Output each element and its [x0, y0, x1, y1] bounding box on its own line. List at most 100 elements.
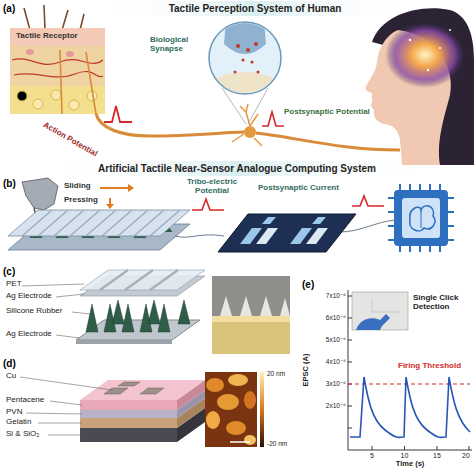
- motion-label: Pressing: [64, 196, 98, 205]
- layer-label: PET: [6, 280, 22, 289]
- plot-axes: [348, 296, 352, 428]
- part-label: Tactile Receptor: [16, 32, 78, 41]
- title-banner: [110, 1, 400, 16]
- tactile-sensor: [8, 210, 190, 236]
- part-label: Biological Synapse: [150, 36, 208, 54]
- plot-note: Single Click Detection: [413, 294, 469, 312]
- motion-arrow: [100, 187, 128, 189]
- synapse-inset: [251, 61, 254, 64]
- leader-line: [26, 413, 82, 414]
- transistor-array: [312, 217, 326, 224]
- layer-label: Cu: [6, 372, 16, 381]
- device-photo: [212, 276, 290, 354]
- device-photo: [212, 316, 290, 322]
- plot-inset-photo: [352, 292, 408, 330]
- layer-label: PVN: [6, 408, 22, 417]
- transistor-layer-stack: [80, 418, 177, 428]
- tick-label: 7x10⁻⁶: [326, 292, 346, 299]
- transistor-layer-stack: [140, 388, 164, 394]
- synapse-inset: [212, 72, 278, 100]
- panel-title: Artificial Tactile Near-Sensor Analogue …: [98, 163, 376, 174]
- synapse-inset: [212, 20, 278, 100]
- layer-label: Pentacene: [6, 396, 44, 405]
- chip-icon: [410, 206, 435, 231]
- chip-icon: [421, 210, 422, 228]
- tribo-pulse: [192, 196, 384, 210]
- tick-label: 20: [462, 452, 470, 460]
- device-photo: [212, 276, 290, 354]
- tick-label: 6x10⁻⁶: [326, 314, 346, 321]
- transistor-array: [218, 214, 356, 252]
- afm-image: [217, 394, 239, 410]
- plot-axes: [372, 446, 469, 450]
- title-banner: [60, 161, 414, 176]
- skin-illustration: [66, 51, 74, 57]
- skin-illustration: [33, 99, 43, 109]
- threshold-line: [348, 384, 470, 385]
- synapse-inset: [254, 42, 258, 46]
- skin-illustration: [10, 86, 105, 114]
- human-head: [449, 29, 451, 31]
- transistor-layer-stack: [80, 380, 205, 442]
- panel-letter: (e): [302, 279, 314, 290]
- nerve-fiber: [256, 133, 400, 150]
- tick-label: 3x10⁻⁶: [326, 380, 346, 387]
- leader-line: [48, 435, 82, 436]
- scale-label: -20 nm: [267, 440, 287, 447]
- signal-label: Postsynaptic Potential: [284, 108, 370, 117]
- motion-arrow: [106, 204, 114, 209]
- layer-label: Gelatin: [6, 418, 31, 427]
- afm-image: [260, 372, 264, 447]
- afm-image: [205, 372, 264, 447]
- afm-image: [244, 435, 256, 445]
- action-potential-pulse: [262, 112, 284, 126]
- synapse-inset: [236, 44, 240, 48]
- layer-label: Si & SiO₂: [6, 430, 39, 439]
- chip-icon: [388, 184, 454, 252]
- tick-label: 2x10⁻⁶: [326, 402, 346, 409]
- skin-illustration: [51, 90, 61, 100]
- skin-illustration: [60, 50, 96, 114]
- sensor-layer-stack: [76, 270, 205, 344]
- skin-illustration: [69, 100, 79, 110]
- tactile-sensor: [8, 210, 190, 250]
- tick-label: 4x10⁻⁶: [326, 358, 346, 365]
- transistor-array: [218, 214, 356, 252]
- axis-title: Time (s): [396, 460, 425, 468]
- tick-label: 15: [433, 452, 441, 460]
- motion-arrow: [128, 184, 134, 192]
- afm-image: [205, 372, 257, 447]
- chip-icon: [394, 190, 448, 246]
- sensor-layer-stack: [86, 300, 190, 332]
- synapse-inset: [246, 48, 250, 52]
- synapse-inset: [224, 20, 266, 54]
- skin-illustration: [17, 91, 27, 101]
- synapse-inset: [257, 71, 260, 74]
- device-photo: [212, 276, 290, 316]
- transistor-layer-stack: [80, 410, 177, 418]
- threshold-line: [348, 383, 470, 384]
- synapse-inset: [242, 59, 245, 62]
- plot-inset-photo: [352, 292, 408, 330]
- panel-letter: (c): [3, 266, 15, 277]
- nerve-fiber: [244, 126, 256, 138]
- tick-label: 5: [370, 452, 374, 460]
- motion-label: Sliding: [64, 182, 91, 191]
- action-potential-pulse: [104, 106, 284, 126]
- plot-axes: [348, 290, 472, 450]
- skin-illustration: [24, 5, 84, 30]
- tribo-pulse: [192, 199, 224, 210]
- signal-label: Action Potential: [41, 121, 98, 159]
- leader-line: [20, 377, 112, 390]
- leader-line: [20, 377, 112, 435]
- leader-line: [50, 401, 82, 405]
- afm-image: [226, 421, 246, 435]
- leader-line: [56, 294, 84, 297]
- transistor-layer-stack: [118, 382, 140, 386]
- transistor-layer-stack: [80, 400, 177, 410]
- human-head: [365, 8, 474, 165]
- human-head: [409, 39, 411, 41]
- leader-line: [56, 335, 80, 338]
- motion-arrow: [100, 184, 134, 209]
